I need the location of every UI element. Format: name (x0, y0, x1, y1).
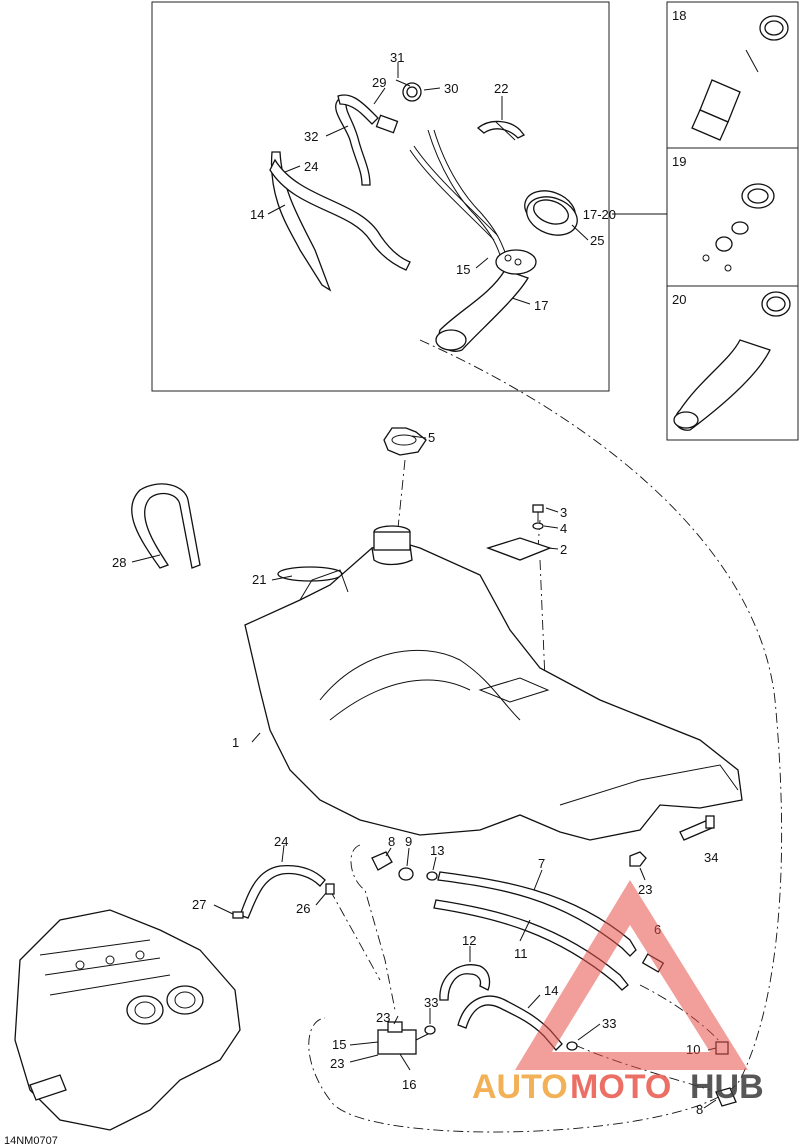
fuel-pump-module-17 (435, 249, 537, 352)
callout-23-right: 23 (638, 882, 652, 897)
callout-15-lower: 15 (332, 1037, 346, 1052)
callout-24-lower: 24 (274, 834, 288, 849)
lock-ring-25 (524, 190, 578, 236)
detail-frame-20 (666, 285, 799, 441)
connector-27 (232, 911, 244, 919)
detail-20-parts (673, 291, 791, 431)
elbow-8-bottom (715, 1087, 737, 1107)
screw-31 (395, 79, 411, 87)
fuel-tank-1 (244, 525, 743, 841)
fuel-line-7 (437, 871, 637, 957)
phantom-line-26 (329, 889, 381, 981)
watermark-logo (515, 880, 748, 1070)
gasket-21 (277, 566, 343, 582)
callout-32: 32 (304, 129, 318, 144)
callout-34: 34 (704, 850, 718, 865)
plate-2 (485, 537, 552, 561)
clamp-30 (402, 82, 422, 102)
watermark-text: AUTO MOTO HUB (472, 1068, 764, 1106)
bolt-34 (679, 815, 715, 841)
callout-5: 5 (428, 430, 435, 445)
vent-hose-28 (131, 483, 201, 569)
callout-14-lower: 14 (544, 983, 558, 998)
callout-21: 21 (252, 572, 266, 587)
callout-12: 12 (462, 933, 476, 948)
callout-17-20: 17-20 (583, 207, 616, 222)
phantom-line-cap (397, 459, 406, 529)
fuel-line-11 (433, 899, 629, 991)
callout-9: 9 (405, 834, 412, 849)
fuel-cap-5 (383, 427, 427, 456)
callout-7: 7 (538, 856, 545, 871)
washer-4 (532, 522, 544, 530)
clamp-13 (426, 871, 438, 881)
watermark-moto: MOTO (570, 1068, 671, 1106)
fuel-hose-32 (335, 94, 399, 186)
fuel-hose-14-upper (269, 151, 411, 292)
callout-3: 3 (560, 505, 567, 520)
callout-19: 19 (672, 154, 686, 169)
detail-frame-19 (666, 147, 799, 287)
connector-26 (325, 883, 335, 895)
nut-23-right (629, 851, 647, 867)
grommet-9 (398, 867, 414, 881)
elbow-8-top (371, 851, 393, 871)
hose-12 (439, 964, 491, 1001)
callout-13: 13 (430, 843, 444, 858)
callout-16: 16 (402, 1077, 416, 1092)
callout-8-top: 8 (388, 834, 395, 849)
pump-lines (409, 129, 507, 256)
callout-17: 17 (534, 298, 548, 313)
callout-20: 20 (672, 292, 686, 307)
callout-2: 2 (560, 542, 567, 557)
hose-24-lower (239, 864, 326, 919)
clamp-33-left (424, 1025, 436, 1035)
watermark-auto: AUTO (472, 1068, 568, 1106)
callout-24-upper: 24 (304, 159, 318, 174)
watermark-hub: HUB (690, 1068, 764, 1106)
callout-11: 11 (514, 946, 528, 961)
clamp-33-right (566, 1041, 578, 1051)
callout-18: 18 (672, 8, 686, 23)
callout-14-upper: 14 (250, 207, 264, 222)
screw-3 (532, 504, 544, 522)
phantom-line-pump (308, 339, 783, 1133)
callout-33-right: 33 (602, 1016, 616, 1031)
callout-22: 22 (494, 81, 508, 96)
callout-26: 26 (296, 901, 310, 916)
callout-15-upper: 15 (456, 262, 470, 277)
detail-19-parts (702, 183, 775, 272)
phantom-line-plate-2 (539, 559, 546, 681)
diagram-code: 14NM0707 (4, 1135, 58, 1147)
callout-33-left: 33 (424, 995, 438, 1010)
callout-1: 1 (232, 735, 239, 750)
callout-23-top: 23 (376, 1010, 390, 1025)
callout-8-bottom: 8 (696, 1102, 703, 1117)
callout-31: 31 (390, 50, 404, 65)
callout-29: 29 (372, 75, 386, 90)
leader-lines (131, 62, 717, 1109)
callout-30: 30 (444, 81, 458, 96)
valve-16 (377, 1021, 429, 1055)
detail-18-parts (691, 15, 789, 141)
phantom-line-valve (350, 844, 396, 1011)
fuel-pump-detail-frame (151, 1, 610, 392)
callout-23-bottom: 23 (330, 1056, 344, 1071)
callout-28: 28 (112, 555, 126, 570)
callout-4: 4 (560, 521, 567, 536)
watermark-triangle (515, 880, 748, 1070)
callout-27: 27 (192, 897, 206, 912)
engine-assembly (14, 909, 241, 1131)
tie-wrap-22 (476, 120, 526, 141)
callout-labels: 31 29 30 22 32 24 14 15 17 25 17-20 18 1… (4, 8, 718, 1147)
callout-25: 25 (590, 233, 604, 248)
